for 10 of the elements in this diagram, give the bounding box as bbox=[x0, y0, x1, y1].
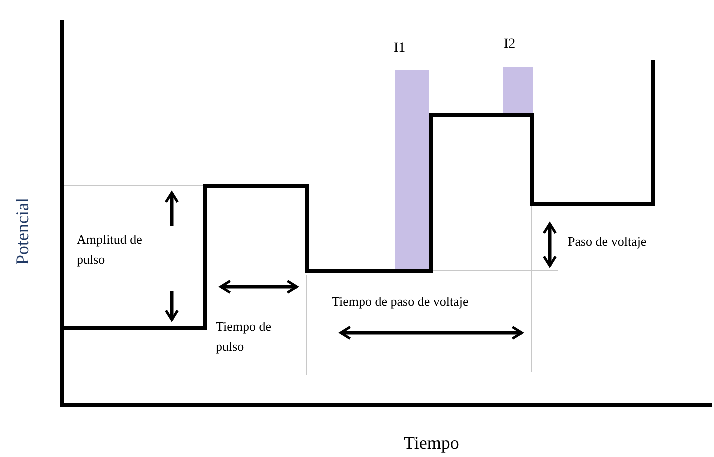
dimension-label: Amplitud de pulso bbox=[77, 231, 144, 269]
axis-title: Potencial bbox=[12, 197, 34, 267]
dimension-label: Paso de voltaje bbox=[568, 233, 647, 251]
measurement-window bbox=[503, 67, 533, 115]
axis-title: Tiempo bbox=[404, 432, 460, 455]
measurement-window bbox=[395, 70, 429, 271]
dimension-label: Tiempo de pulso bbox=[216, 318, 272, 356]
measurement-label: I2 bbox=[504, 36, 516, 54]
dimension-label: Tiempo de paso de voltaje bbox=[332, 293, 469, 311]
measurement-label: I1 bbox=[394, 40, 406, 58]
